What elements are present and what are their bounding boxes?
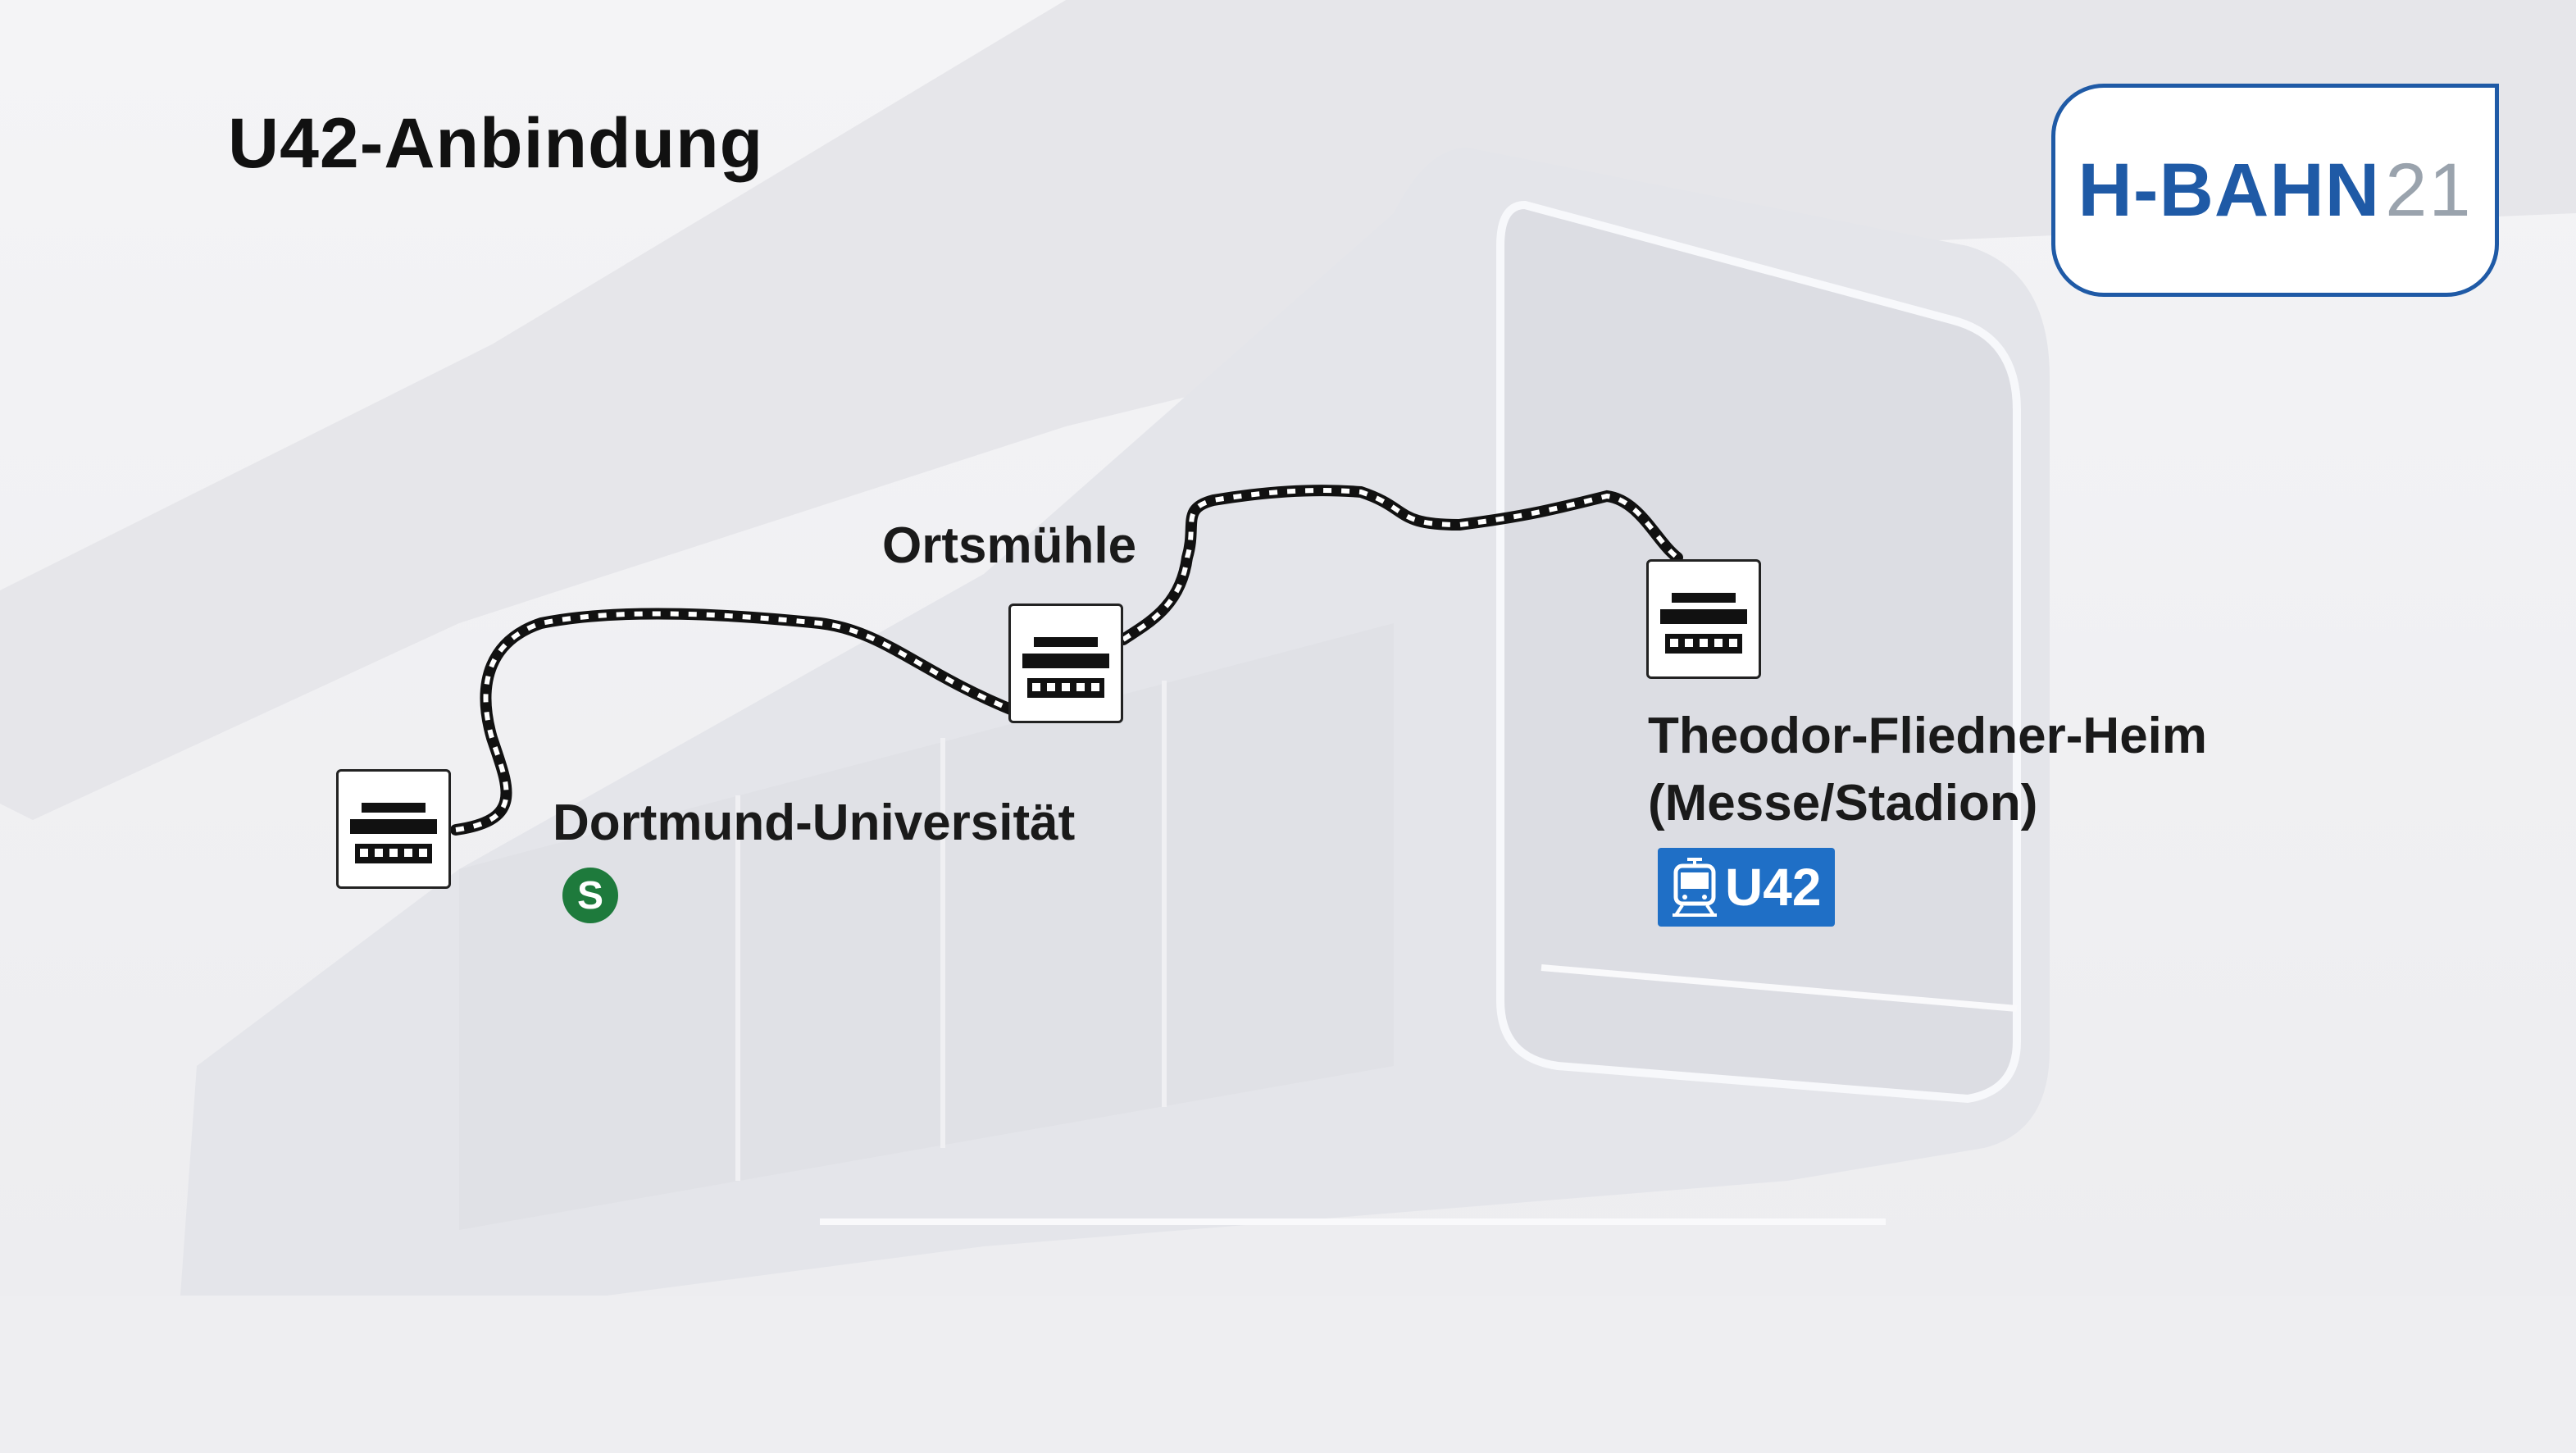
station-icon [1660,593,1747,654]
station-label-theodor-line1: Theodor-Fliedner-Heim [1648,708,2208,764]
station-icon-ortsmuehle[interactable] [1008,604,1123,723]
logo-suffix: 21 [2385,148,2473,232]
s-bahn-letter: S [577,874,603,918]
station-label-theodor-line2: (Messe/Stadion) [1648,775,2038,831]
station-icon-theodor-fliedner-heim[interactable] [1646,559,1761,679]
page-title: U42-Anbindung [228,104,764,183]
station-label-ortsmuehle: Ortsmühle [882,517,1137,574]
station-icon [1022,637,1109,698]
s-bahn-icon: S [562,868,618,923]
station-icon [350,803,437,863]
u42-label: U42 [1725,858,1822,917]
u42-badge[interactable]: U42 [1658,848,1835,927]
station-label-dortmund: Dortmund-Universität [553,795,1076,851]
station-icon-dortmund[interactable] [336,769,451,889]
h-bahn-logo: H-BAHN 21 [2051,84,2499,297]
tram-icon [1673,858,1717,917]
logo-text: H-BAHN [2078,148,2381,232]
